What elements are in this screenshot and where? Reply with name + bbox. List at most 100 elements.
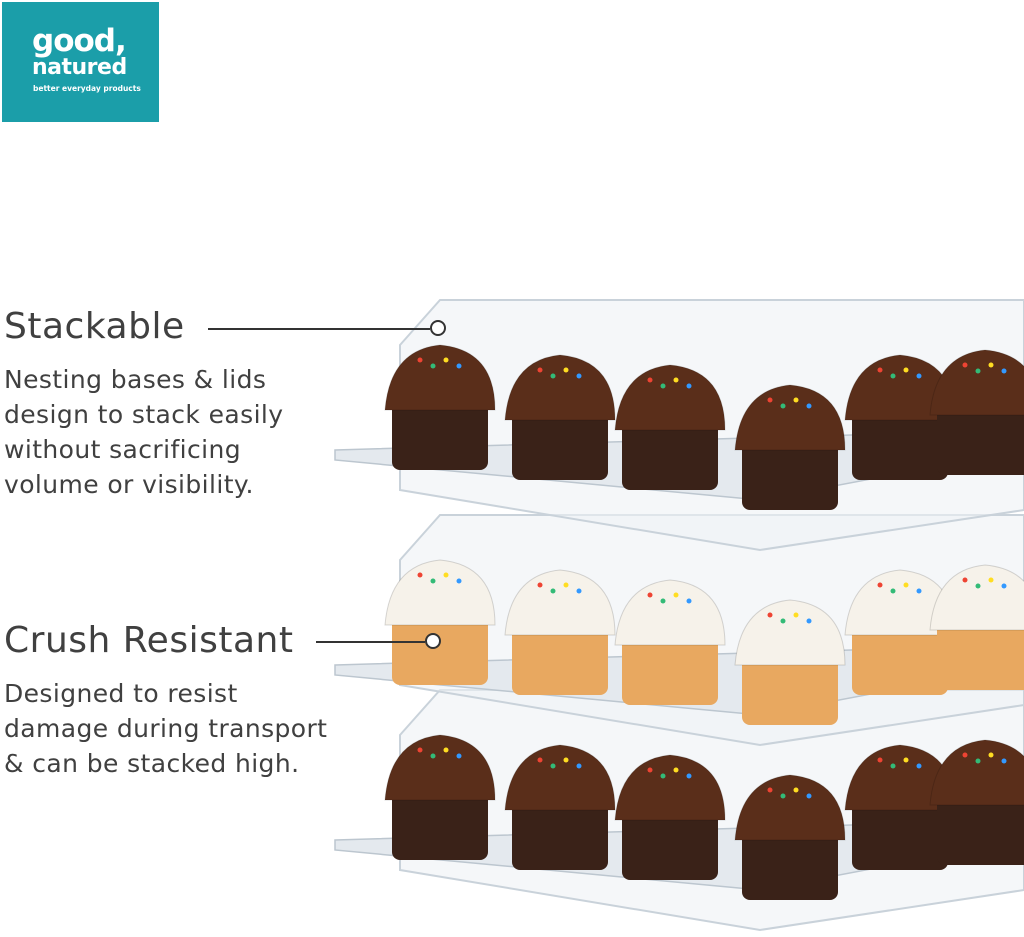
sprinkle xyxy=(877,757,883,763)
sprinkle xyxy=(767,397,773,403)
sprinkle xyxy=(456,753,462,759)
cupcake-base xyxy=(937,795,1024,865)
sprinkle xyxy=(916,373,922,379)
sprinkle xyxy=(647,377,653,383)
sprinkle xyxy=(563,582,569,588)
callout-dot-stackable xyxy=(430,320,446,336)
cupcake-frosting xyxy=(384,734,496,801)
sprinkle xyxy=(916,763,922,769)
feature-title-crush-resistant: Crush Resistant xyxy=(4,620,294,661)
cupcake-frosting xyxy=(929,349,1024,416)
sprinkle xyxy=(962,577,968,583)
sprinkle xyxy=(443,357,449,363)
feature-desc-stackable: Nesting bases & lids design to stack eas… xyxy=(4,362,283,502)
cupcake-base xyxy=(742,440,838,510)
cupcake-frosting xyxy=(734,384,846,451)
logo-text-natured: natured xyxy=(32,55,127,80)
sprinkle xyxy=(1001,368,1007,374)
sprinkle xyxy=(890,373,896,379)
sprinkle xyxy=(686,773,692,779)
cupcake-base xyxy=(622,810,718,880)
sprinkle xyxy=(988,362,994,368)
cupcake-base xyxy=(512,410,608,480)
logo-tagline: better everyday products xyxy=(33,84,141,93)
sprinkle xyxy=(430,363,436,369)
logo-text-good: good, xyxy=(32,23,127,59)
sprinkle xyxy=(537,757,543,763)
sprinkle xyxy=(576,588,582,594)
sprinkle xyxy=(660,773,666,779)
cupcake-frosting xyxy=(384,559,496,626)
cupcake-frosting xyxy=(614,754,726,821)
sprinkle xyxy=(686,598,692,604)
sprinkle xyxy=(780,793,786,799)
sprinkle xyxy=(1001,583,1007,589)
cupcake-base xyxy=(622,420,718,490)
sprinkle xyxy=(988,577,994,583)
sprinkle xyxy=(877,582,883,588)
sprinkle xyxy=(780,618,786,624)
sprinkle xyxy=(537,582,543,588)
sprinkle xyxy=(456,363,462,369)
sprinkle xyxy=(903,757,909,763)
sprinkle xyxy=(780,403,786,409)
feature-title-stackable: Stackable xyxy=(4,306,185,347)
desc-line: Nesting bases & lids xyxy=(4,365,267,394)
sprinkle xyxy=(793,612,799,618)
cupcake-frosting xyxy=(929,564,1024,631)
sprinkle xyxy=(793,397,799,403)
cupcake-base xyxy=(742,655,838,725)
cupcake-frosting xyxy=(614,364,726,431)
cupcake-frosting xyxy=(384,344,496,411)
sprinkle xyxy=(890,588,896,594)
cupcake-base xyxy=(852,800,948,870)
desc-line: damage during transport xyxy=(4,714,328,743)
sprinkle xyxy=(962,752,968,758)
sprinkle xyxy=(975,758,981,764)
sprinkle xyxy=(903,367,909,373)
sprinkle xyxy=(686,383,692,389)
sprinkle xyxy=(988,752,994,758)
sprinkle xyxy=(550,763,556,769)
sprinkle xyxy=(550,588,556,594)
desc-line: design to stack easily xyxy=(4,400,284,429)
cupcake-frosting xyxy=(614,579,726,646)
cupcake-frosting xyxy=(504,569,616,636)
cupcake-base xyxy=(392,400,488,470)
sprinkle xyxy=(877,367,883,373)
desc-line: without sacrificing xyxy=(4,435,241,464)
sprinkle xyxy=(806,618,812,624)
cupcake-base xyxy=(937,620,1024,690)
cupcake-base xyxy=(512,625,608,695)
desc-line: & can be stacked high. xyxy=(4,749,300,778)
callout-dot-crush-resistant xyxy=(425,633,441,649)
sprinkle xyxy=(660,383,666,389)
cupcake-frosting xyxy=(504,744,616,811)
sprinkle xyxy=(767,612,773,618)
sprinkle xyxy=(443,747,449,753)
sprinkle xyxy=(430,753,436,759)
cupcake-base xyxy=(622,635,718,705)
sprinkle xyxy=(975,583,981,589)
callout-line-stackable xyxy=(208,328,430,330)
sprinkle xyxy=(916,588,922,594)
callout-line-crush-resistant xyxy=(316,641,425,643)
sprinkle xyxy=(417,357,423,363)
brand-logo: good, natured better everyday products xyxy=(2,2,159,122)
sprinkle xyxy=(417,572,423,578)
sprinkle xyxy=(537,367,543,373)
cupcake-base xyxy=(392,615,488,685)
sprinkle xyxy=(806,793,812,799)
cupcake-base xyxy=(937,405,1024,475)
cupcake-frosting xyxy=(734,599,846,666)
sprinkle xyxy=(975,368,981,374)
cupcake-base xyxy=(852,410,948,480)
sprinkle xyxy=(563,367,569,373)
sprinkle xyxy=(673,592,679,598)
sprinkle xyxy=(793,787,799,793)
cupcake-frosting xyxy=(929,739,1024,806)
cupcake-frosting xyxy=(734,774,846,841)
cupcake-base xyxy=(512,800,608,870)
desc-line: volume or visibility. xyxy=(4,470,254,499)
